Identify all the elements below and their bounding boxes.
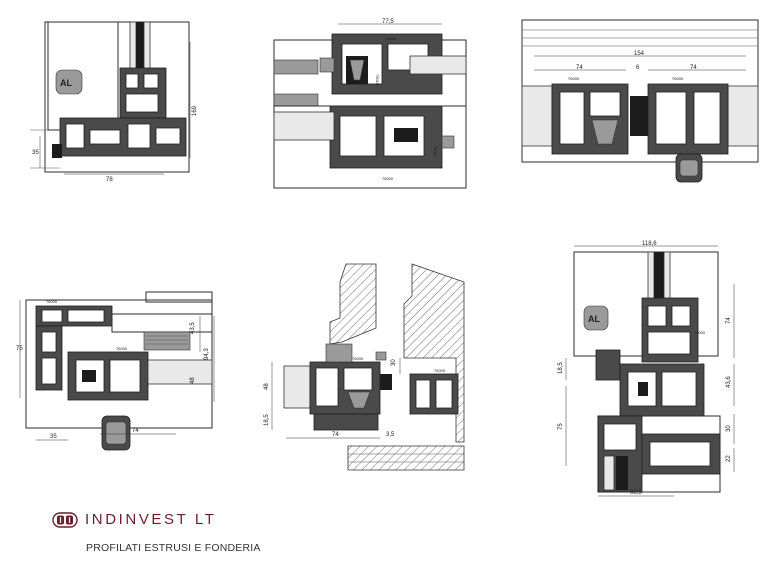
dim-height: 169 bbox=[192, 105, 198, 116]
dim-h3: 30 bbox=[726, 425, 732, 432]
dim-width: 74 bbox=[332, 432, 339, 438]
section-drawing-4: 76000 76000 75 43,5 94,3 48 35 74 bbox=[16, 291, 215, 451]
dim-top-r: 43,5 bbox=[190, 322, 196, 334]
side-label-a: 76010 bbox=[375, 74, 380, 86]
side-label-b: 76010 bbox=[433, 146, 438, 158]
section-drawing-3: 154 74 6 74 76000 76000 bbox=[521, 19, 759, 183]
gasket-a: 76000 bbox=[46, 299, 58, 304]
dim-h4: 22 bbox=[726, 455, 732, 462]
gasket-a: 76000 bbox=[352, 356, 364, 361]
svg-text:AL: AL bbox=[588, 314, 600, 324]
dim-right: 74 bbox=[690, 65, 697, 71]
svg-text:AL: AL bbox=[60, 78, 72, 88]
dim-bot-r: 48 bbox=[190, 377, 196, 384]
dim-height: 75 bbox=[16, 346, 23, 352]
gasket-label-bottom: 76000 bbox=[382, 176, 394, 181]
dim-bottom-w: 74 bbox=[132, 428, 139, 434]
brand-tagline: PROFILATI ESTRUSI E FONDERIA bbox=[86, 542, 261, 554]
dim-left1: 18,5 bbox=[558, 362, 564, 374]
section-drawing-1: AL 78 169 35 bbox=[30, 21, 198, 183]
section-drawing-2: 77,5 76000 76000 76010 76010 bbox=[273, 19, 467, 189]
dim-small: 18,5 bbox=[264, 414, 270, 426]
dim-right: 3,5 bbox=[386, 432, 395, 438]
dim-mid-r: 94,3 bbox=[204, 348, 210, 360]
dim-mid-h: 30 bbox=[391, 359, 397, 366]
dim-h2: 43,6 bbox=[726, 376, 732, 388]
gasket-right: 76000 bbox=[672, 76, 684, 81]
dim-total: 154 bbox=[634, 51, 645, 57]
gasket-b: 76000 bbox=[116, 346, 128, 351]
dim-mid: 6 bbox=[636, 65, 640, 71]
gasket-a: 76000 bbox=[694, 330, 706, 335]
indinvest-logo-icon bbox=[52, 511, 78, 528]
brand-name: INDINVEST LT bbox=[85, 511, 217, 528]
dim-bottom: 68,5 bbox=[630, 490, 642, 496]
dim-top: 118,6 bbox=[642, 241, 657, 247]
dim-top: 77,5 bbox=[382, 19, 394, 25]
dim-width: 78 bbox=[106, 177, 113, 183]
section-drawing-5: 76000 76000 48 18,5 74 3,5 30 bbox=[264, 263, 465, 471]
dim-h1: 74 bbox=[726, 317, 732, 324]
brand-logo: INDINVEST LT bbox=[52, 511, 217, 528]
dim-left-w: 35 bbox=[50, 434, 57, 440]
gasket-left: 76000 bbox=[568, 76, 580, 81]
dim-left: 35 bbox=[32, 150, 39, 156]
dim-left2: 75 bbox=[558, 423, 564, 430]
gasket-b: 76000 bbox=[434, 368, 446, 373]
dim-height: 48 bbox=[264, 383, 270, 390]
dim-left: 74 bbox=[576, 65, 583, 71]
gasket-label-top: 76000 bbox=[385, 36, 397, 41]
section-drawing-6: 118,6 AL 76000 74 43,6 30 22 18,5 75 68,… bbox=[558, 241, 735, 497]
